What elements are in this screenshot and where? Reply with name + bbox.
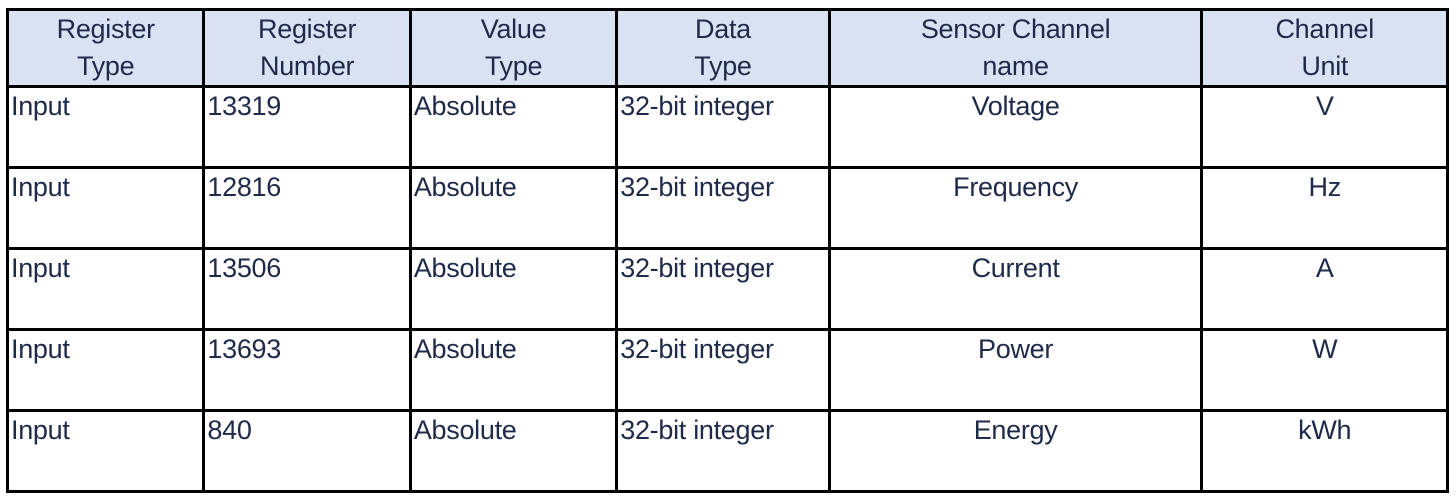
cell-value-type: Absolute [408, 409, 619, 493]
cell-channel-unit: V [1200, 85, 1449, 169]
cell-channel-unit: Hz [1200, 166, 1449, 250]
cell-register-type: Input [5, 85, 206, 169]
cell-register-type: Input [5, 409, 206, 493]
cell-sensor-channel-name: Voltage [827, 85, 1204, 169]
cell-register-number: 13319 [202, 85, 412, 169]
header-data-type: Data Type [615, 8, 831, 88]
table-body: Input 13319 Absolute 32-bit integer Volt… [5, 85, 1449, 493]
cell-data-type: 32-bit integer [615, 247, 831, 331]
cell-channel-unit: kWh [1200, 409, 1449, 493]
header-row: Register Type Register Number Value Type… [5, 8, 1449, 88]
cell-register-number: 13506 [202, 247, 412, 331]
cell-channel-unit: A [1200, 247, 1449, 331]
cell-sensor-channel-name: Frequency [827, 166, 1204, 250]
cell-value-type: Absolute [408, 247, 619, 331]
cell-register-number: 13693 [202, 328, 412, 412]
header-register-type: Register Type [5, 8, 206, 88]
cell-register-type: Input [5, 166, 206, 250]
cell-sensor-channel-name: Energy [827, 409, 1204, 493]
cell-data-type: 32-bit integer [615, 328, 831, 412]
table-row: Input 12816 Absolute 32-bit integer Freq… [5, 166, 1449, 250]
table-row: Input 13506 Absolute 32-bit integer Curr… [5, 247, 1449, 331]
header-value-type: Value Type [408, 8, 619, 88]
cell-value-type: Absolute [408, 328, 619, 412]
cell-data-type: 32-bit integer [615, 409, 831, 493]
header-sensor-channel-name: Sensor Channel name [827, 8, 1204, 88]
cell-value-type: Absolute [408, 166, 619, 250]
cell-channel-unit: W [1200, 328, 1449, 412]
cell-data-type: 32-bit integer [615, 166, 831, 250]
header-register-number: Register Number [202, 8, 412, 88]
cell-register-type: Input [5, 328, 206, 412]
cell-data-type: 32-bit integer [615, 85, 831, 169]
table-row: Input 13693 Absolute 32-bit integer Powe… [5, 328, 1449, 412]
cell-register-number: 12816 [202, 166, 412, 250]
table-row: Input 13319 Absolute 32-bit integer Volt… [5, 85, 1449, 169]
modbus-register-table: Register Type Register Number Value Type… [5, 8, 1449, 493]
cell-sensor-channel-name: Power [827, 328, 1204, 412]
header-channel-unit: Channel Unit [1200, 8, 1449, 88]
table-header: Register Type Register Number Value Type… [5, 8, 1449, 88]
cell-register-type: Input [5, 247, 206, 331]
cell-value-type: Absolute [408, 85, 619, 169]
cell-register-number: 840 [202, 409, 412, 493]
table-row: Input 840 Absolute 32-bit integer Energy… [5, 409, 1449, 493]
cell-sensor-channel-name: Current [827, 247, 1204, 331]
